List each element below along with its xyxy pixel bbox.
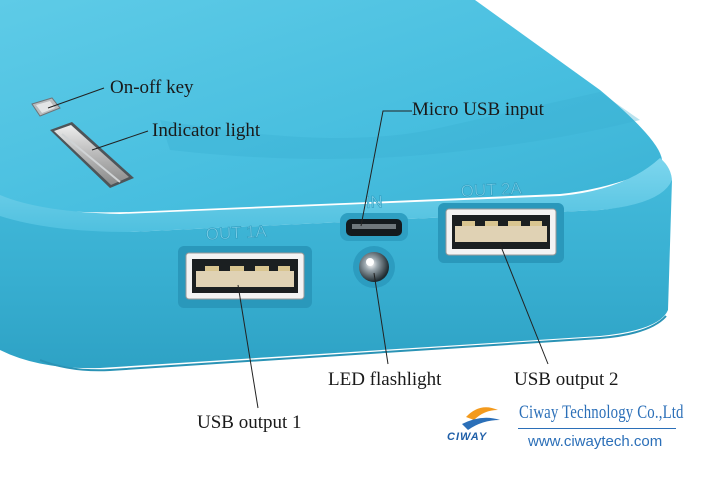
label-usb-output-2: USB output 2: [514, 369, 619, 390]
device-top-surface: [0, 0, 662, 213]
leader-led-flashlight: [373, 272, 389, 365]
top-shadow-band: [160, 92, 640, 159]
micro-usb-port: [340, 213, 408, 241]
brand-company-name: Ciway Technology Co.,Ltd: [519, 402, 684, 423]
brand-logo-text: CIWAY: [447, 431, 488, 443]
label-indicator-light: Indicator light: [152, 120, 261, 141]
leader-micro-usb: [360, 110, 412, 227]
led-flashlight: [353, 246, 395, 288]
brand-website: www.ciwaytech.com: [528, 433, 663, 450]
front-face-edge: [39, 315, 667, 372]
leader-indicator-light: [91, 130, 149, 151]
on-off-key: [31, 97, 61, 117]
leader-usb-output-2: [499, 243, 549, 365]
indicator-light: [50, 122, 134, 188]
label-micro-usb-input: Micro USB input: [412, 99, 544, 120]
label-usb-output-1: USB output 1: [197, 412, 302, 433]
usb-port-2: [438, 203, 564, 263]
label-led-flashlight: LED flashlight: [328, 369, 442, 390]
brand-divider: [518, 428, 676, 429]
ciway-logo-icon: [462, 407, 500, 430]
label-on-off-key: On-off key: [110, 77, 194, 98]
leader-on-off-key: [47, 87, 105, 109]
marking-out-2a: OUT 2A: [460, 179, 523, 201]
marking-out-1a: OUT 1A: [205, 222, 268, 244]
usb-port-1: [178, 246, 312, 308]
leader-usb-output-1: [237, 284, 259, 409]
marking-in: IN: [365, 192, 383, 212]
